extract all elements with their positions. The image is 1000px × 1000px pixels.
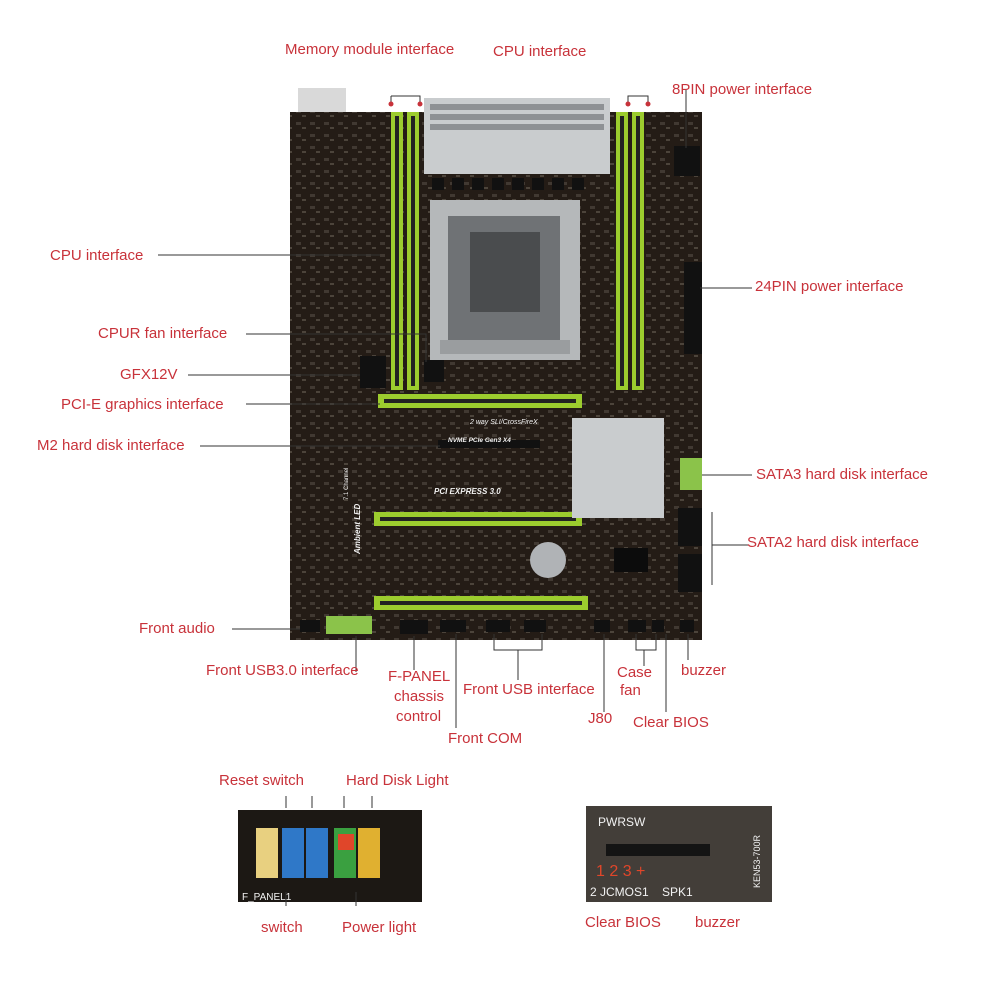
- pcie-slot-2: [374, 512, 582, 526]
- power-24pin-connector: [684, 262, 702, 354]
- label-clear-bios-top: Clear BIOS: [633, 714, 709, 731]
- label-sata3: SATA3 hard disk interface: [756, 466, 929, 483]
- fpanel-closeup: F_PANEL1: [238, 810, 422, 903]
- board-ambient-text: Ambient LED: [353, 504, 362, 555]
- label-front-usb: Front USB interface: [463, 681, 595, 698]
- label-gfx12v: GFX12V: [120, 366, 178, 383]
- inset-pwrsw: PWRSW: [598, 815, 646, 829]
- cmos-battery: [530, 542, 566, 578]
- board-nvme-text: NVME PCIe Gen3 X4: [448, 437, 511, 444]
- inset-spk: SPK1: [662, 885, 693, 899]
- label-sata2: SATA2 hard disk interface: [747, 534, 920, 551]
- vrm-heatsink-fins: [430, 104, 604, 130]
- label-front-usb3: Front USB3.0 interface: [206, 662, 359, 679]
- power-8pin-connector: [674, 146, 700, 176]
- sata2-port-upper: [678, 508, 702, 546]
- label-memory-module: Memory module interface: [285, 41, 455, 58]
- label-cpu-top: CPU interface: [493, 43, 587, 60]
- vrm-heatsink-top: [424, 98, 610, 174]
- dimm-slots-right: [616, 112, 644, 390]
- label-fpanel-line1: F-PANEL: [388, 668, 451, 685]
- leader-dots: [388, 101, 651, 107]
- inset-panel-label: F_PANEL1: [242, 892, 292, 903]
- board-channel-text: 7.1 Channel: [344, 468, 350, 500]
- label-reset-switch: Reset switch: [219, 772, 305, 789]
- sata3-port: [680, 458, 702, 490]
- label-fpanel-line2: chassis: [394, 688, 445, 705]
- label-power-light: Power light: [342, 919, 417, 936]
- label-hdd-light: Hard Disk Light: [346, 772, 449, 789]
- label-front-audio: Front audio: [139, 620, 215, 637]
- label-m2: M2 hard disk interface: [37, 437, 185, 454]
- label-j80: J80: [588, 710, 613, 727]
- board-pci-express-text: PCI EXPRESS 3.0: [434, 487, 501, 496]
- label-pcie-gfx: PCI-E graphics interface: [61, 396, 224, 413]
- label-clear-bios-bottom: Clear BIOS: [585, 914, 661, 931]
- pcie-slot-3: [374, 596, 588, 610]
- inset-ken: KEN53-700R: [752, 834, 762, 888]
- cpu-socket: [430, 200, 580, 360]
- fpanel-callout-lines: [285, 796, 373, 906]
- sata2-port-lower: [678, 554, 702, 592]
- label-fpanel-line3: control: [396, 708, 442, 725]
- debug-led-display: [614, 548, 648, 572]
- label-buzzer-bottom: buzzer: [695, 914, 741, 931]
- label-cpu-left: CPU interface: [50, 247, 144, 264]
- label-case-fan-line1: Case: [617, 664, 653, 681]
- label-switch: switch: [261, 919, 303, 936]
- dimm-slots-left: [391, 112, 419, 390]
- inset-jcmos: 2 JCMOS1: [590, 885, 649, 899]
- m2-slot: [438, 440, 540, 448]
- gfx12v-connector: [360, 356, 386, 388]
- pcie-slot-1: [378, 394, 582, 408]
- jumper-closeup: PWRSW 1 2 3 + 2 JCMOS1 SPK1 KEN53-700R: [586, 806, 772, 902]
- label-buzzer-top: buzzer: [681, 662, 727, 679]
- label-front-com: Front COM: [448, 730, 523, 747]
- leader-lines: [158, 90, 752, 728]
- inset-pins: 1 2 3 +: [596, 863, 645, 880]
- board-sli-text: 2 way SLI/CrossFireX: [469, 419, 538, 426]
- usb3-header: [326, 616, 372, 634]
- label-cpur-fan: CPUR fan interface: [98, 325, 228, 342]
- bottom-headers: [300, 620, 694, 634]
- vrm-chokes: [432, 178, 584, 190]
- chipset-heatsink: [572, 418, 664, 518]
- cpu-fan-header: [424, 360, 444, 382]
- label-24pin: 24PIN power interface: [755, 278, 904, 295]
- label-8pin: 8PIN power interface: [672, 81, 813, 98]
- label-case-fan-line2: fan: [620, 682, 641, 699]
